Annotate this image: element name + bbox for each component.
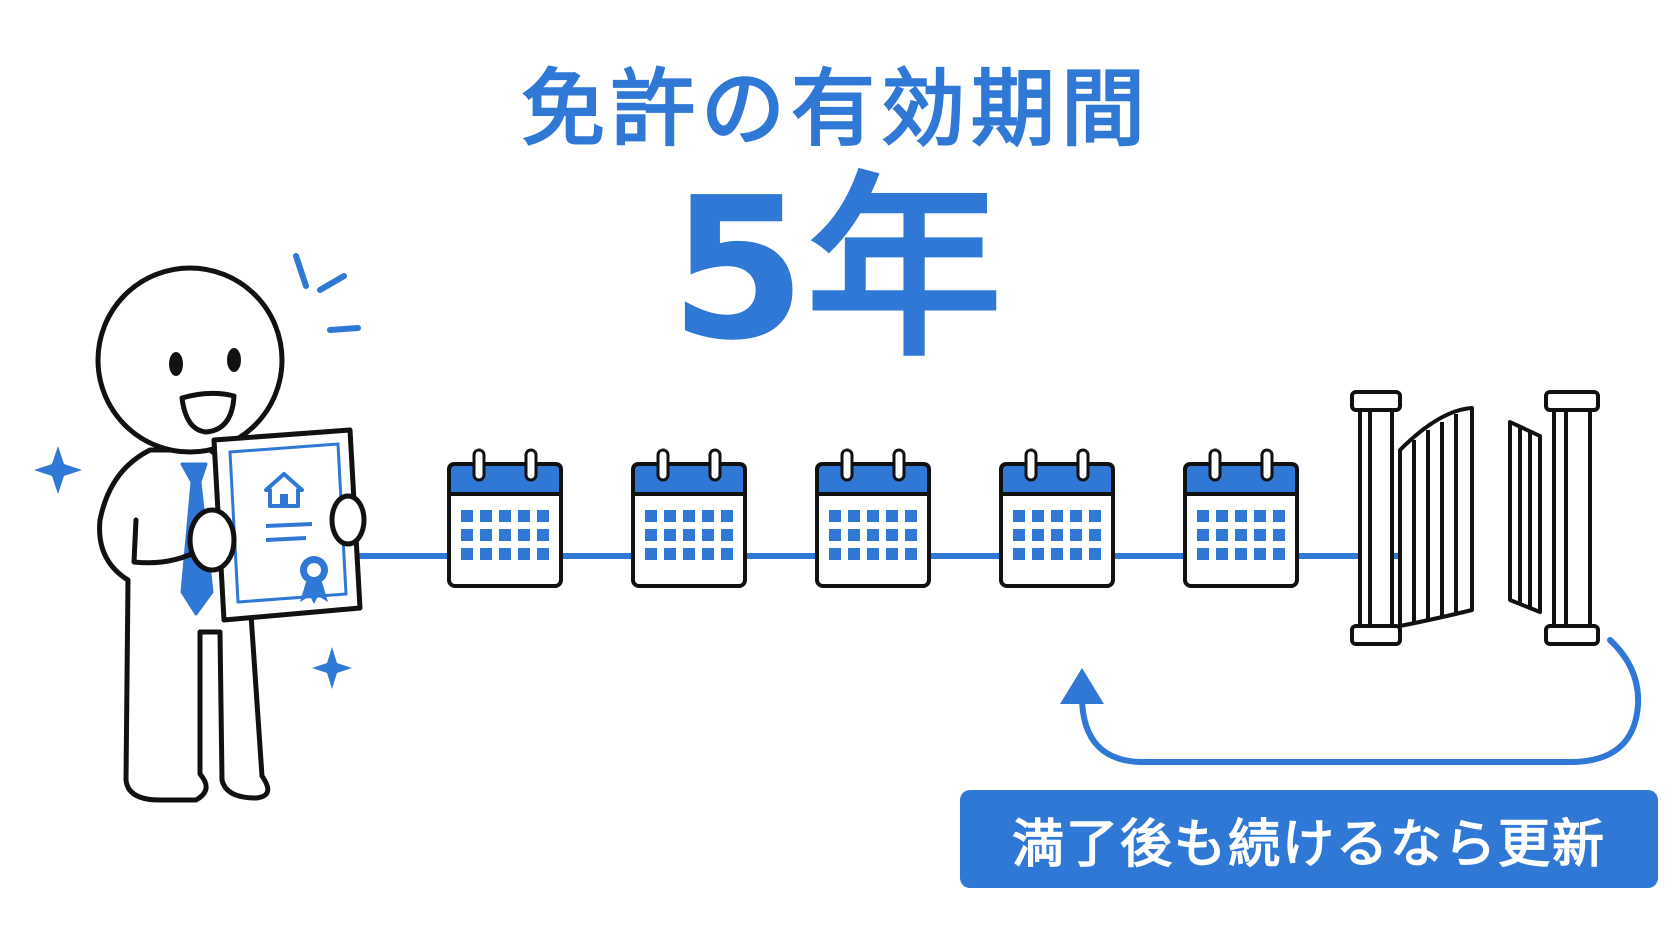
return-arrow-icon	[1060, 637, 1642, 765]
renew-label: 満了後も続けるなら更新	[1011, 814, 1606, 875]
calendar-icon	[999, 448, 1115, 588]
page-title: 免許の有効期間	[520, 60, 1151, 158]
hands-icon	[187, 493, 367, 573]
certificate-icon	[211, 427, 363, 623]
calendar-icon	[815, 448, 931, 588]
calendar-icon	[631, 448, 747, 588]
validity-period: 5年	[669, 156, 1003, 384]
joy-lines-icon	[293, 253, 361, 333]
calendar-icon	[447, 448, 563, 588]
renew-label-box: 満了後も続けるなら更新	[960, 790, 1658, 888]
sparkle-icon	[34, 446, 352, 689]
calendar-icon	[1183, 448, 1299, 588]
gate-icon	[1350, 390, 1600, 646]
calendar-row	[447, 448, 1299, 588]
